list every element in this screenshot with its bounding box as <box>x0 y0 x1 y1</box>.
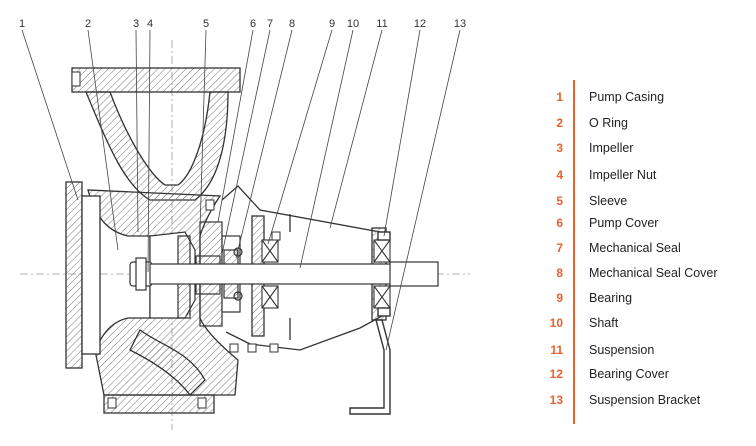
callout-8: 8 <box>288 18 296 30</box>
legend-number: 10 <box>549 316 563 330</box>
legend-number: 8 <box>556 266 563 280</box>
legend-label: Mechanical Seal <box>589 241 681 255</box>
legend-item: 13 Suspension Bracket <box>527 393 752 413</box>
callout-5: 5 <box>202 18 210 30</box>
legend-item: 9 Bearing <box>527 291 752 311</box>
legend-number: 7 <box>556 241 563 255</box>
legend-label: Pump Cover <box>589 216 659 230</box>
callout-13: 13 <box>453 18 467 30</box>
legend-label: Sleeve <box>589 194 628 208</box>
legend-item: 11 Suspension <box>527 343 752 363</box>
legend-divider <box>573 80 575 424</box>
legend-item: 4 Impeller Nut <box>527 168 752 188</box>
legend-item: 1 Pump Casing <box>527 90 752 110</box>
legend-number: 9 <box>556 291 563 305</box>
legend-number: 13 <box>549 393 563 407</box>
callout-11: 11 <box>376 18 388 30</box>
legend-label: Suspension Bracket <box>589 393 701 407</box>
legend-item: 6 Pump Cover <box>527 216 752 236</box>
callout-4: 4 <box>146 18 154 30</box>
legend-item: 5 Sleeve <box>527 194 752 214</box>
legend-number: 3 <box>556 141 563 155</box>
callout-6: 6 <box>249 18 257 30</box>
legend-label: O Ring <box>589 116 628 130</box>
legend-number: 11 <box>550 343 563 357</box>
legend-item: 12 Bearing Cover <box>527 367 752 387</box>
legend-item: 2 O Ring <box>527 116 752 136</box>
legend-item: 7 Mechanical Seal <box>527 241 752 261</box>
legend-label: Pump Casing <box>589 90 665 104</box>
legend-label: Shaft <box>589 316 619 330</box>
legend-number: 12 <box>549 367 563 381</box>
legend-number: 6 <box>556 216 563 230</box>
legend-number: 5 <box>556 194 563 208</box>
legend-label: Mechanical Seal Cover <box>589 266 718 280</box>
callout-9: 9 <box>328 18 336 30</box>
legend-label: Bearing Cover <box>589 367 669 381</box>
legend-label: Bearing <box>589 291 633 305</box>
parts-legend: 1 Pump Casing 2 O Ring 3 Impeller 4 Impe… <box>527 80 752 428</box>
callout-3: 3 <box>132 18 140 30</box>
callout-2: 2 <box>84 18 92 30</box>
legend-number: 2 <box>556 116 563 130</box>
legend-item: 10 Shaft <box>527 316 752 336</box>
legend-label: Impeller Nut <box>589 168 657 182</box>
callout-10: 10 <box>346 18 360 30</box>
callout-1: 1 <box>18 18 26 30</box>
legend-label: Suspension <box>589 343 655 357</box>
legend-item: 8 Mechanical Seal Cover <box>527 266 752 286</box>
legend-number: 4 <box>556 168 563 182</box>
callout-7: 7 <box>266 18 274 30</box>
legend-number: 1 <box>556 90 563 104</box>
legend-item: 3 Impeller <box>527 141 752 161</box>
callout-12: 12 <box>413 18 427 30</box>
legend-label: Impeller <box>589 141 634 155</box>
